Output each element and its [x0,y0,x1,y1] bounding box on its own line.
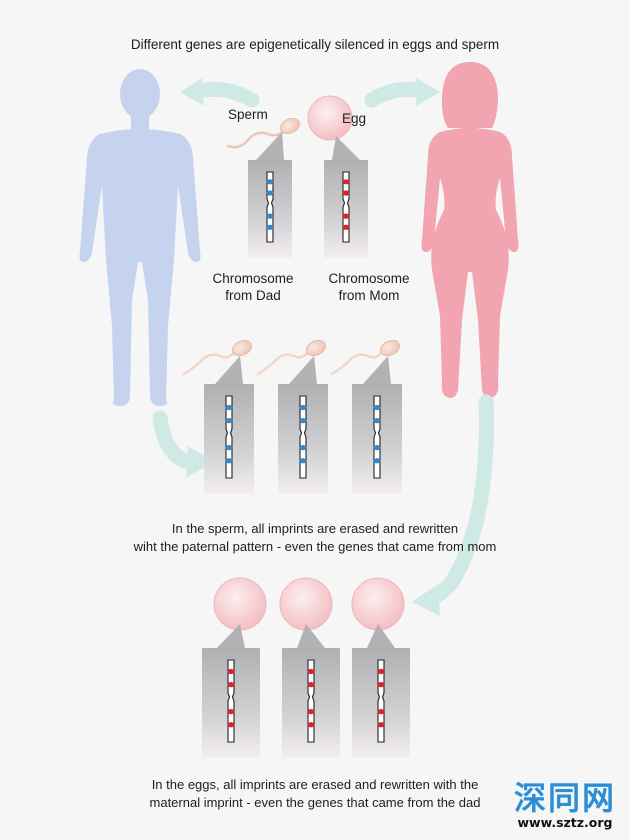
panel-egg-3-imprint-mark-1 [377,668,385,675]
sperm-label: Sperm [228,107,268,122]
sperm-caption-line1: In the sperm, all imprints are erased an… [171,521,459,536]
panel-sperm-1-imprint-mark-2 [225,418,233,424]
top-sperm-cell [226,117,301,149]
panel-egg-1-imprint-mark-2 [227,682,235,688]
panel-sperm-2-chromosome [299,395,307,479]
panel-egg-2-imprint-mark-2 [307,682,315,688]
panel-chromosome-mom-imprint-mark-4 [342,224,350,230]
sperm-cell-3 [330,339,401,376]
chromosome-from-mom-label: Chromosome from Mom [322,270,416,304]
arrow-heads [180,78,440,616]
sperm-caption: In the sperm, all imprints are erased an… [0,520,630,556]
panel-sperm-2-imprint-mark-2 [299,418,307,424]
egg-cell-1 [213,577,267,631]
panel-chromosome-dad-chromosome [266,171,274,243]
panel-sperm-3-imprint-mark-3 [373,445,381,451]
chromosome-dad-line1: Chromosome [212,271,294,286]
chromosome-dad-line2: from Dad [225,288,281,303]
panel-chromosome-mom-imprint-mark-2 [342,190,350,196]
panel-chromosome-dad-imprint-mark-3 [266,213,274,219]
panel-sperm-1 [204,356,254,494]
panel-chromosome-mom-chromosome [342,171,350,243]
panel-chromosome-dad-pointer [256,132,284,160]
watermark-chinese: 深同网 [513,779,616,817]
panel-egg-3-imprint-mark-2 [377,682,385,688]
sperm-cell-1 [182,339,253,376]
egg-cell-2 [279,577,333,631]
egg-label: Egg [342,111,367,126]
panel-chromosome-dad-imprint-mark-4 [266,224,274,230]
panel-egg-3 [352,624,410,758]
panel-sperm-1-chromosome [225,395,233,479]
panel-chromosome-dad [248,132,292,258]
sperm-caption-line2: wiht the paternal pattern - even the gen… [133,539,497,554]
top-egg-cell [307,95,353,141]
panel-egg-1-imprint-mark-1 [227,668,235,675]
panel-egg-1 [202,624,260,758]
panel-egg-1-pointer [217,624,245,648]
panel-sperm-2-imprint-mark-1 [299,404,307,411]
panel-egg-3-imprint-mark-3 [377,709,385,715]
panel-sperm-1-imprint-mark-1 [225,404,233,411]
panel-sperm-3-imprint-mark-2 [373,418,381,424]
panel-egg-1-imprint-mark-4 [227,722,235,728]
panel-chromosome-mom-imprint-mark-1 [342,179,350,185]
chromosome-mom-line1: Chromosome [328,271,410,286]
panel-sperm-1-pointer [215,356,243,384]
panel-egg-2-chromosome [307,659,315,743]
panel-chromosome-mom-pointer [332,136,360,160]
panel-egg-3-chromosome [377,659,385,743]
egg-cell-3 [351,577,405,631]
panel-egg-3-imprint-mark-4 [377,722,385,728]
watermark-url: www.sztz.org [517,815,613,830]
egg-caption-line1: In the eggs, all imprints are erased and… [151,777,479,792]
diagram-title: Different genes are epigenetically silen… [130,37,500,52]
panel-sperm-2-imprint-mark-4 [299,458,307,464]
panel-sperm-2-pointer [289,356,317,384]
panel-sperm-3-pointer [363,356,391,384]
panel-egg-2 [282,624,340,758]
panel-egg-2-pointer [297,624,325,648]
panel-egg-2-imprint-mark-3 [307,709,315,715]
panel-chromosome-mom-imprint-mark-3 [342,213,350,219]
panel-chromosome-mom [324,136,368,258]
egg-caption-line2: maternal imprint - even the genes that c… [149,795,481,810]
panel-sperm-3-imprint-mark-4 [373,458,381,464]
panel-chromosome-dad-imprint-mark-2 [266,190,274,196]
panel-sperm-1-imprint-mark-4 [225,458,233,464]
panel-sperm-2 [278,356,328,494]
father-silhouette [79,69,201,406]
dad-to-sperm-cells-arrow [152,410,198,470]
panel-egg-1-chromosome [227,659,235,743]
mom-to-egg-cells-arrow [420,394,494,608]
panel-sperm-3-chromosome [373,395,381,479]
chromosome-mom-line2: from Mom [338,288,400,303]
panel-sperm-3 [352,356,402,494]
panel-egg-2-imprint-mark-1 [307,668,315,675]
mother-silhouette [421,62,519,398]
sperm-cell-2 [256,339,327,376]
panel-egg-1-imprint-mark-3 [227,709,235,715]
watermark: 深同网 www.sztz.org [514,781,616,830]
panel-chromosome-dad-imprint-mark-1 [266,179,274,185]
panel-sperm-3-imprint-mark-1 [373,404,381,411]
egg-caption: In the eggs, all imprints are erased and… [0,776,630,812]
panel-egg-2-imprint-mark-4 [307,722,315,728]
chromosome-from-dad-label: Chromosome from Dad [206,270,300,304]
panel-sperm-2-imprint-mark-3 [299,445,307,451]
panel-egg-3-pointer [367,624,395,648]
panel-sperm-1-imprint-mark-3 [225,445,233,451]
